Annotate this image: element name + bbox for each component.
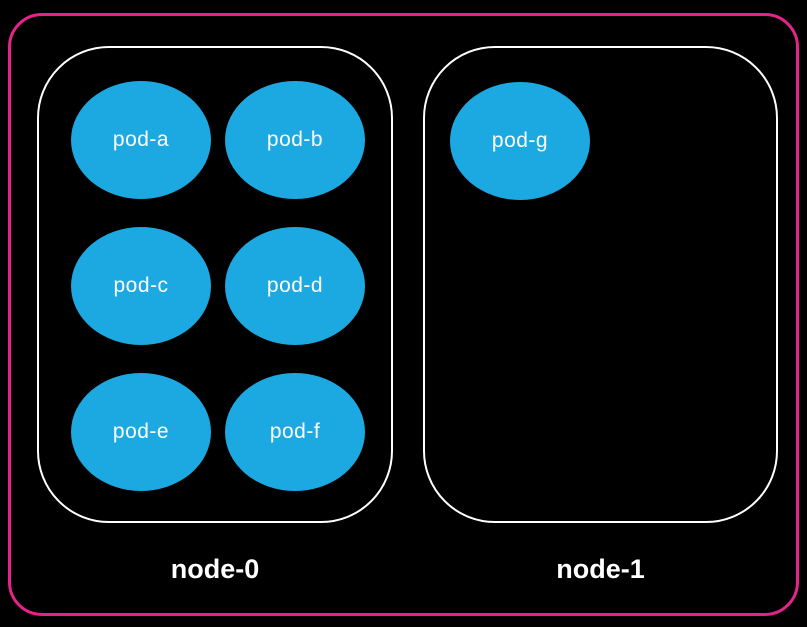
pod-a-label: pod-a [112, 128, 170, 151]
pod-d-label: pod-d [266, 274, 324, 297]
pod-g-label: pod-g [491, 129, 549, 152]
pod-c-ellipse: pod-c [71, 227, 211, 345]
pod-d-ellipse: pod-d [225, 227, 365, 345]
cluster-boundary [8, 13, 799, 616]
pod-g-ellipse: pod-g [450, 82, 590, 200]
node-1-container: pod-g [423, 46, 778, 523]
pod-e-ellipse: pod-e [71, 373, 211, 491]
node-0-label: node-0 [170, 554, 260, 584]
pod-b-ellipse: pod-b [225, 81, 365, 199]
pod-e-label: pod-e [112, 420, 170, 443]
pod-f-label: pod-f [269, 420, 321, 443]
node-1-label: node-1 [556, 554, 645, 584]
pod-c-label: pod-c [113, 274, 169, 297]
pod-b-label: pod-b [266, 128, 324, 151]
pod-f-ellipse: pod-f [225, 373, 365, 491]
pod-a-ellipse: pod-a [71, 81, 211, 199]
node-0-container: pod-a pod-b pod-c pod-d pod-e pod-f [37, 46, 393, 523]
